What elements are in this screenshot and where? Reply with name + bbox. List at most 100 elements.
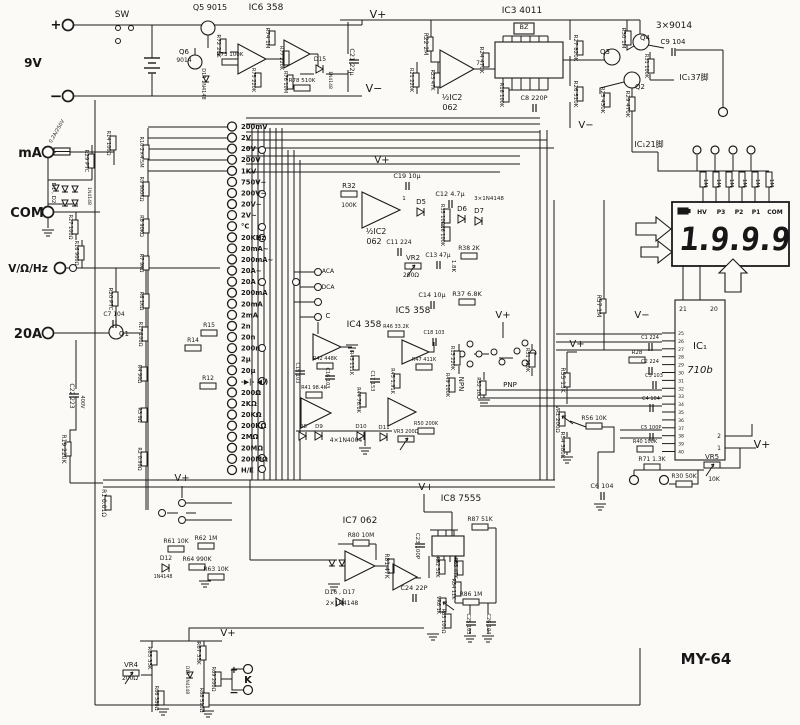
capacitor-symbol xyxy=(486,621,496,626)
range-contact xyxy=(226,453,238,465)
component-label: BZ xyxy=(520,23,529,31)
resistor-symbol xyxy=(214,671,222,687)
transistor xyxy=(623,71,641,89)
range-contact xyxy=(226,331,238,343)
ground-symbol xyxy=(328,583,340,591)
component-label: IC₁37脚 xyxy=(679,72,708,82)
component-label: 1 xyxy=(402,196,406,202)
wire xyxy=(599,81,625,94)
component-label: Q2 xyxy=(635,83,645,91)
component-label: R20 PTC xyxy=(107,288,113,311)
terminal xyxy=(242,684,254,696)
range-contact xyxy=(226,398,238,409)
opamp-ic2a xyxy=(439,49,476,89)
resistor-symbol xyxy=(109,135,117,151)
diode-symbol xyxy=(52,184,60,193)
lcd-annunciator: COM xyxy=(767,209,783,216)
component-label: C15 103 xyxy=(294,363,300,384)
component-label: R22 2M xyxy=(422,33,429,56)
capacitor-symbol xyxy=(295,370,305,375)
wire xyxy=(231,679,244,691)
capacitor-symbol xyxy=(430,301,435,309)
component-label: VR3 200Ω xyxy=(393,429,418,435)
lcd-digits: 1.9.9.9 xyxy=(678,220,791,258)
component-label: C19 10μ xyxy=(393,172,420,180)
component-label: ½IC2 xyxy=(366,227,387,236)
resistor-symbol xyxy=(699,171,707,188)
component-label: 1N4148 xyxy=(86,187,92,205)
resistor-symbol xyxy=(444,613,452,629)
connector-pad xyxy=(746,145,756,155)
component-label: R1 0.01Ω xyxy=(100,489,107,517)
range-contact xyxy=(226,221,238,232)
hfe-socket-pin xyxy=(521,359,529,367)
component-label: 1M xyxy=(715,179,721,187)
ground-symbol xyxy=(594,503,606,511)
component-label: R26 510K xyxy=(572,81,578,108)
component-label: R78 510K xyxy=(289,78,316,84)
power-switch-label: SW xyxy=(115,10,130,20)
ic1-pin-label: 33 xyxy=(678,394,684,400)
component-label: V+ xyxy=(174,473,189,484)
component-label: D11 xyxy=(378,425,389,431)
component-label: V+ xyxy=(418,482,433,493)
range-label: 20mA xyxy=(241,300,264,308)
range-contact xyxy=(226,387,238,398)
ic1-pin-label: 25 xyxy=(678,331,684,337)
switch-contact xyxy=(178,516,186,524)
component-label: 2×1N4148 xyxy=(326,600,359,607)
resistor-symbol xyxy=(64,441,72,457)
ground-symbol xyxy=(478,399,490,407)
ground-symbol xyxy=(202,710,214,718)
hfe-socket-pin xyxy=(490,348,498,356)
component-label: 400V xyxy=(79,396,85,410)
range-contact xyxy=(226,309,238,321)
range-label: 2n xyxy=(241,322,251,330)
component-label: IC5 358 xyxy=(396,306,431,316)
diode-symbol xyxy=(61,199,69,208)
switch-contact xyxy=(314,313,322,321)
capacitor-symbol xyxy=(436,261,441,269)
resistor-symbol xyxy=(157,690,165,706)
resistor-symbol xyxy=(438,559,446,575)
range-contact xyxy=(226,342,238,354)
ground-symbol xyxy=(199,580,211,588)
capacitor-symbol xyxy=(648,367,653,375)
component-label: R3 9Ω xyxy=(136,407,142,422)
component-label: R62 1M xyxy=(195,535,218,542)
wire xyxy=(647,44,665,49)
terminal xyxy=(41,205,55,219)
component-label: R27 820K xyxy=(572,35,578,62)
component-label: R68 510Ω xyxy=(198,688,204,713)
resistor-symbol xyxy=(439,597,447,613)
hfe-socket-pin xyxy=(466,340,474,348)
resistor-symbol xyxy=(199,382,217,390)
range-label: 2μ xyxy=(241,356,251,364)
diode-symbol xyxy=(474,216,484,226)
resistor-symbol xyxy=(219,38,227,54)
resistor-symbol xyxy=(142,144,150,160)
range-label: 2V xyxy=(241,134,252,142)
resistor-symbol xyxy=(426,36,434,52)
component-label: D9 xyxy=(315,424,323,430)
switch-contact xyxy=(258,344,266,352)
ic1-pin-label: 1 xyxy=(717,445,721,452)
switch-contact xyxy=(115,38,121,44)
resistor-symbol xyxy=(202,692,210,708)
resistor-symbol xyxy=(454,581,462,597)
component-label: R63 10K xyxy=(203,566,229,573)
diode-symbol xyxy=(61,185,69,194)
component-label: 3×1N4148 xyxy=(474,196,504,202)
component-label: 9014 xyxy=(176,57,191,64)
component-label: R29 470K xyxy=(624,91,630,118)
capacitor-symbol xyxy=(370,378,380,383)
resistor-symbol xyxy=(352,539,370,547)
component-label: 100K xyxy=(341,202,357,209)
terminal xyxy=(41,326,55,340)
diode-symbol xyxy=(161,563,171,573)
range-label: 200mV xyxy=(241,123,268,131)
component-label: C24 22P xyxy=(400,584,427,592)
component-label: R6 1KΩ xyxy=(138,292,144,311)
